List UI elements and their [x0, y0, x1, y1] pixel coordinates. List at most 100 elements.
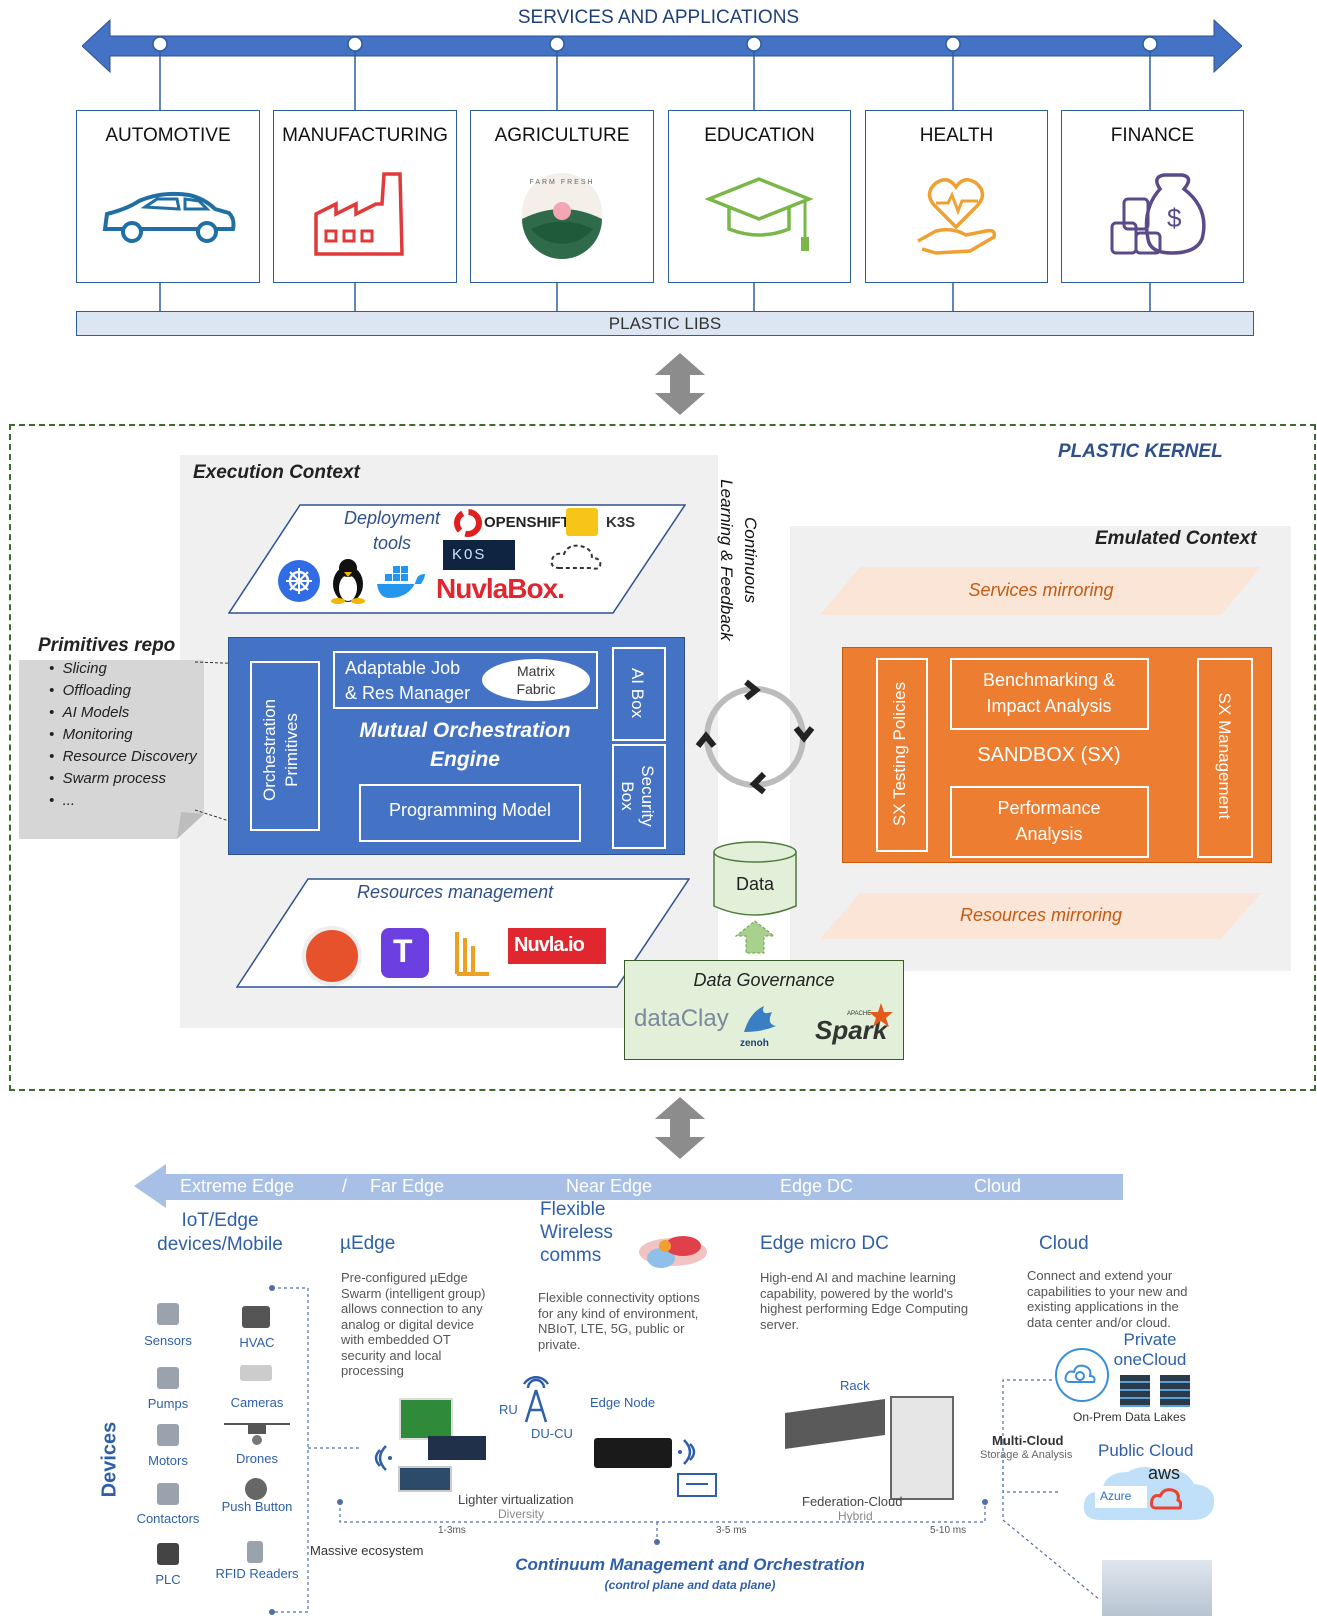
latency-label: 3-5 ms	[716, 1525, 747, 1536]
job-manager-line: & Res Manager	[345, 683, 471, 703]
motor-icon	[157, 1424, 179, 1446]
emulated-context-label: Emulated Context	[1095, 528, 1257, 549]
primitives-repo-item: • Swarm process	[49, 770, 166, 787]
zenoh-dragon-icon	[744, 1006, 776, 1032]
plastic-kernel-frame	[9, 424, 1316, 1091]
farm-fresh-icon	[522, 173, 602, 259]
device-label: Drones	[236, 1451, 278, 1466]
uedge-title: µEdge	[340, 1233, 396, 1254]
deployment-tools-line: tools	[372, 533, 412, 553]
programming-model-label: Programming Model	[388, 800, 552, 820]
kernel-title: PLASTIC KERNEL	[1058, 441, 1223, 462]
data-label: Data	[735, 874, 775, 894]
iot-title: IoT/Edge devices/Mobile	[145, 1209, 295, 1257]
data-lake-stack	[1120, 1375, 1150, 1407]
ai-box	[612, 647, 666, 741]
primitives-repo-item: • ...	[49, 792, 76, 809]
wireless-text: Flexible connectivity options for any ki…	[538, 1290, 700, 1352]
cmo-title: Continuum Management and Orchestration	[515, 1555, 865, 1574]
benchmarking-line: Benchmarking &	[982, 670, 1116, 690]
heart-hand-icon	[917, 178, 997, 255]
microdc-text-line: capability, powered by the world's	[760, 1285, 954, 1301]
rfid-reader-icon	[247, 1541, 263, 1563]
sector-label: AUTOMOTIVE	[105, 125, 231, 146]
uedge-text-line: processing	[341, 1363, 404, 1378]
performance-line: Performance	[997, 798, 1101, 818]
drone-icon	[224, 1423, 290, 1445]
iot-title-line: IoT/Edge	[181, 1210, 259, 1231]
feedback-label: Continuous Learning & Feedback	[714, 450, 762, 670]
benchmarking-box	[950, 658, 1149, 730]
push-button-icon	[245, 1478, 267, 1500]
sx-management-box	[1197, 658, 1253, 858]
docker-whale-icon	[377, 566, 425, 598]
orchestration-primitives-box	[250, 661, 320, 831]
device-label: PLC	[155, 1572, 181, 1587]
matrix-fabric-line: Matrix	[516, 663, 556, 679]
plc-icon	[157, 1543, 179, 1565]
double-arrow-icon	[655, 353, 705, 415]
svg-text:$: $	[1167, 203, 1182, 233]
device-label: HVAC	[239, 1335, 275, 1350]
deployment-tools-label: Deployment tools	[337, 506, 447, 556]
nuvlabox-logo: NuvlaBox.	[436, 573, 565, 604]
datacenter-image	[1102, 1560, 1212, 1616]
feedback-line: Learning & Feedback	[717, 479, 736, 641]
engine-title-line: Engine	[429, 748, 500, 771]
execution-context-label: Execution Context	[193, 462, 360, 483]
wireless-title: Flexible Wireless comms	[540, 1198, 613, 1267]
rack-cabinet	[890, 1396, 954, 1500]
cloud-icon	[550, 544, 602, 570]
car-icon	[102, 191, 236, 243]
latency-label: 5-10 ms	[930, 1525, 967, 1536]
cloud-text-line: Connect and extend your	[1027, 1268, 1173, 1283]
continuum-near-edge: Near Edge	[566, 1176, 653, 1196]
aws-label: aws	[1148, 1463, 1181, 1483]
performance-line: Analysis	[1015, 824, 1083, 844]
cloud-title: Cloud	[1039, 1233, 1089, 1254]
raspberry-pi-board	[399, 1398, 453, 1440]
job-manager-label: Adaptable Job & Res Manager	[345, 656, 470, 706]
cmo-subtitle: (control plane and data plane)	[604, 1578, 776, 1592]
continuum-edge-dc: Edge DC	[780, 1176, 854, 1196]
cloud-text-line: data center and/or cloud.	[1027, 1314, 1171, 1330]
diversity-label: Diversity	[498, 1507, 545, 1521]
zenoh-label: zenoh	[740, 1038, 769, 1049]
nuvlaio-logo	[508, 928, 606, 964]
sector-label: HEALTH	[919, 125, 994, 146]
google-cloud-icon	[1150, 1488, 1182, 1510]
orchestration-primitives-label: Orchestration Primitives	[259, 650, 303, 850]
engine-title-line: Mutual Orchestration	[359, 719, 571, 742]
primitives-repo-item: • Monitoring	[49, 726, 133, 743]
device-label: Sensors	[144, 1333, 192, 1348]
du-cu-label: DU-CU	[531, 1426, 573, 1441]
continuum-slash: /	[342, 1176, 348, 1196]
k3s-logo	[566, 508, 598, 536]
wifi-right-icon	[678, 1439, 696, 1465]
prometheus-logo	[302, 926, 362, 986]
router-icon	[677, 1473, 717, 1497]
wireless-title-line: comms	[540, 1245, 602, 1266]
sandbox-title: SANDBOX (SX)	[977, 744, 1121, 766]
sector-education: EDUCATION	[668, 110, 851, 283]
rack-label: Rack	[840, 1378, 870, 1393]
primitives-repo-list: • Slicing • Offloading • AI Models • Mon…	[19, 660, 204, 820]
resources-mirroring-label: Resources mirroring	[959, 905, 1123, 925]
microdc-title: Edge micro DC	[760, 1233, 889, 1254]
k0s-logo	[443, 540, 515, 570]
openshift-label: OPENSHIFT	[484, 514, 570, 531]
sx-testing-policies-label: SX Testing Policies	[890, 681, 909, 827]
services-label: SERVICES AND APPLICATIONS	[517, 7, 800, 28]
security-box-line: Security	[638, 765, 657, 827]
antenna-tower-icon	[522, 1375, 550, 1423]
primitives-repo-note	[19, 660, 204, 839]
k0s-label: K0S	[452, 546, 487, 563]
network-lines	[269, 1285, 1101, 1615]
sensor-icon	[157, 1303, 179, 1325]
edge-node-label: Edge Node	[590, 1395, 656, 1410]
multicloud-label: Multi-Cloud	[992, 1433, 1064, 1448]
lighter-label: Lighter virtualization	[458, 1492, 574, 1507]
sector-label: MANUFACTURING	[282, 125, 448, 146]
hybrid-label: Hybrid	[838, 1509, 873, 1523]
uedge-text-line: analog or digital device	[341, 1316, 474, 1332]
